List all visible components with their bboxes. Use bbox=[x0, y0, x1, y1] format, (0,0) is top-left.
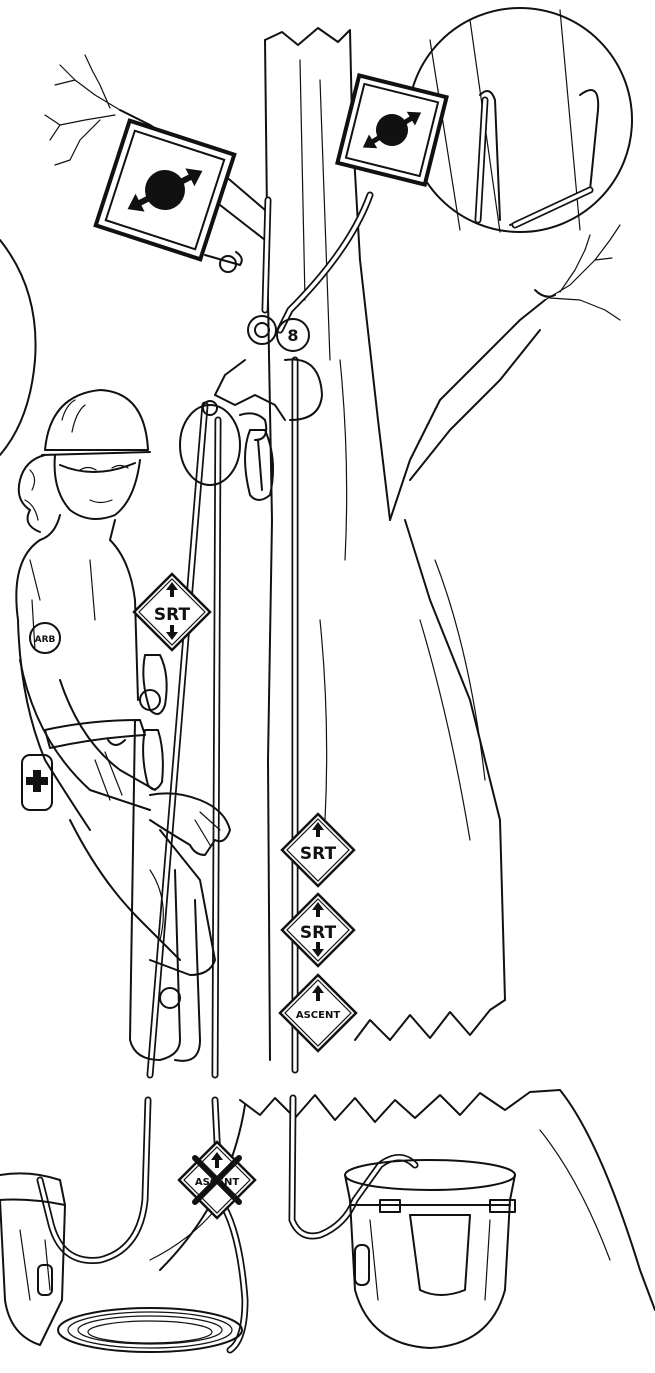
ascent-label: ASCENT bbox=[296, 1010, 340, 1021]
move-sign-left bbox=[96, 121, 235, 260]
detail-magnifier-left bbox=[0, 240, 36, 455]
arb-patch-logo: ARB bbox=[35, 635, 56, 645]
plus-icon bbox=[26, 770, 48, 792]
figure-eight-label: 8 bbox=[287, 326, 298, 345]
srt-label: SRT bbox=[154, 605, 191, 625]
srt-label: SRT bbox=[300, 923, 337, 943]
coiled-rope bbox=[58, 1308, 242, 1352]
ascent-sign-center: ASCENT bbox=[280, 975, 356, 1051]
rope-bag-right bbox=[345, 1160, 515, 1348]
srt-sign-left: SRT bbox=[134, 574, 210, 650]
srt-label: SRT bbox=[300, 844, 337, 864]
ascent-sign-crossed: ASCENT bbox=[179, 1142, 255, 1218]
move-sign-right bbox=[337, 75, 446, 184]
rope-bag-left bbox=[0, 1173, 65, 1345]
